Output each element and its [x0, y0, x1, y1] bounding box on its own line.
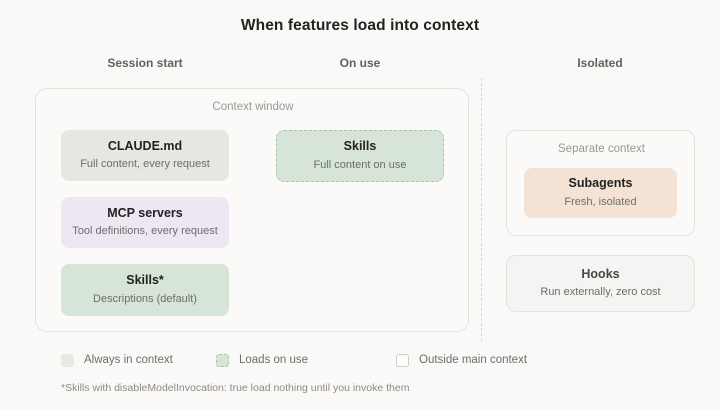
card-hooks[interactable]: Hooks Run externally, zero cost	[506, 255, 695, 312]
legend-swatch-outside-icon	[396, 353, 409, 367]
legend-label: Loads on use	[239, 354, 309, 366]
legend-item-loads-on-use: Loads on use	[216, 350, 308, 370]
card-subtitle: Run externally, zero cost	[540, 286, 661, 299]
footnote: *Skills with disableModelInvocation: tru…	[61, 382, 410, 394]
column-header-isolated: Isolated	[577, 56, 623, 70]
card-subtitle: Tool definitions, every request	[72, 225, 218, 238]
card-subagents[interactable]: Subagents Fresh, isolated	[524, 168, 677, 218]
card-skills-descriptions[interactable]: Skills* Descriptions (default)	[61, 264, 229, 316]
card-title: CLAUDE.md	[107, 138, 183, 153]
card-subtitle: Fresh, isolated	[564, 195, 637, 208]
legend-item-outside-main-context: Outside main context	[396, 350, 527, 370]
card-title: MCP servers	[107, 205, 183, 220]
card-skills-on-use[interactable]: Skills Full content on use	[276, 130, 444, 182]
legend-label: Outside main context	[419, 354, 528, 366]
legend-swatch-loads-icon	[216, 353, 229, 367]
separate-context-label: Separate context	[558, 143, 645, 155]
legend-swatch-always-icon	[61, 353, 74, 367]
card-claude-md[interactable]: CLAUDE.md Full content, every request	[61, 130, 229, 181]
card-subtitle: Full content, every request	[80, 158, 210, 171]
legend: Always in context Loads on use Outside m…	[0, 350, 720, 370]
page-title: When features load into context	[240, 17, 480, 34]
card-mcp-servers[interactable]: MCP servers Tool definitions, every requ…	[61, 197, 229, 248]
legend-item-always-in-context: Always in context	[61, 350, 173, 370]
card-title: Skills*	[126, 273, 164, 288]
card-subtitle: Descriptions (default)	[93, 292, 197, 305]
card-title: Hooks	[581, 266, 620, 281]
column-header-session-start: Session start	[107, 56, 183, 70]
context-window-label: Context window	[212, 101, 294, 113]
card-subtitle: Full content on use	[313, 158, 407, 171]
card-title: Subagents	[568, 176, 633, 191]
legend-label: Always in context	[84, 354, 173, 366]
column-header-on-use: On use	[339, 56, 381, 70]
column-divider	[481, 78, 482, 341]
card-title: Skills	[343, 139, 377, 154]
